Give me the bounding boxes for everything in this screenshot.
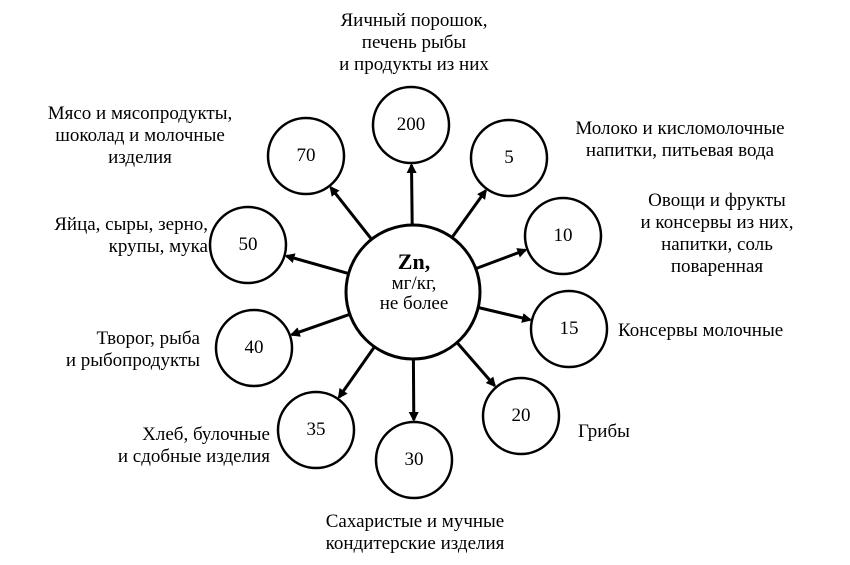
center-unit: мг/кг, <box>391 273 437 294</box>
center-limit: не более <box>379 293 449 314</box>
label-egg-powder: Яичный порошок, печень рыбы и продукты и… <box>339 10 489 75</box>
circle-20 <box>481 376 561 456</box>
label-cottage-cheese: Творог, рыба и рыбопродукты <box>65 328 200 371</box>
center-circle <box>344 223 482 361</box>
label-mushrooms: Грибы <box>578 421 630 442</box>
value-70: 70 <box>296 145 316 166</box>
value-10: 10 <box>553 225 573 246</box>
value-5: 5 <box>504 147 514 168</box>
arrow-15 <box>477 306 533 323</box>
circle-35 <box>276 390 356 470</box>
arrow-20 <box>455 341 497 388</box>
center-label: Zn, мг/кг, не более <box>350 250 478 314</box>
value-15: 15 <box>559 318 579 339</box>
arrow-50 <box>284 253 350 276</box>
value-35: 35 <box>306 419 326 440</box>
circle-40 <box>214 308 294 388</box>
circle-30 <box>374 420 454 500</box>
circle-10 <box>523 196 603 276</box>
value-20: 20 <box>511 405 531 426</box>
value-30: 30 <box>404 449 424 470</box>
arrow-200 <box>406 163 417 226</box>
label-confectionery: Сахаристые и мучные кондитерские изделия <box>325 511 505 554</box>
label-milk: Молоко и кисломолочные напитки, питьевая… <box>575 118 785 161</box>
value-200: 200 <box>396 114 426 135</box>
center-element: Zn, <box>397 249 431 274</box>
label-vegetables: Овощи и фрукты и консервы из них, напитк… <box>640 190 794 277</box>
circle-200 <box>371 85 451 165</box>
arrow-10 <box>475 248 528 271</box>
arrow-35 <box>337 345 376 399</box>
value-40: 40 <box>244 337 264 358</box>
arrow-5 <box>450 188 487 239</box>
arrow-70 <box>329 185 373 241</box>
label-eggs-cheese: Яйца, сыры, зерно, крупы, мука <box>54 214 208 257</box>
circle-5 <box>469 118 549 198</box>
arrow-40 <box>289 312 351 337</box>
label-bread: Хлеб, булочные и сдобные изделия <box>117 424 270 467</box>
circle-70 <box>266 116 346 196</box>
circle-15 <box>529 289 609 369</box>
value-50: 50 <box>238 234 258 255</box>
label-meat: Мясо и мясопродукты, шоколад и молочные … <box>47 103 233 168</box>
label-canned-milk: Консервы молочные <box>618 320 784 341</box>
circle-50 <box>208 205 288 285</box>
